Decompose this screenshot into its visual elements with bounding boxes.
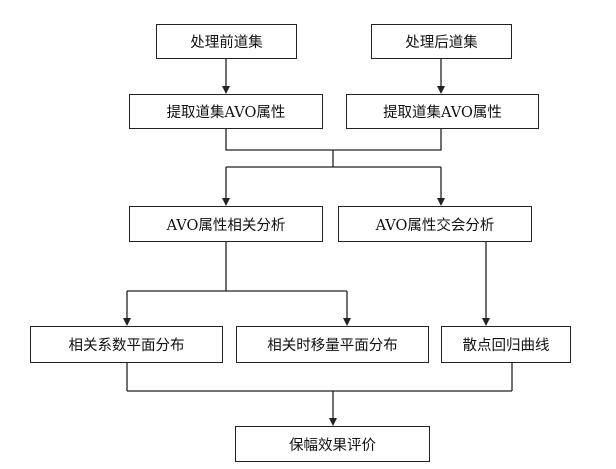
node-corr-coef-map: 相关系数平面分布 (30, 326, 223, 363)
node-correlation-analysis: AVO属性相关分析 (129, 206, 323, 242)
node-post-gather: 处理后道集 (371, 24, 512, 59)
arrowhead (437, 198, 445, 206)
edge-extract-merge (225, 128, 442, 151)
arrowhead (437, 86, 445, 94)
node-scatter-regression: 散点回归曲线 (441, 326, 571, 363)
arrowhead (329, 418, 337, 426)
node-corr-shift-map: 相关时移量平面分布 (236, 326, 429, 363)
arrowhead (123, 318, 131, 326)
node-extract-avo-right: 提取道集AVO属性 (346, 94, 539, 129)
arrowhead (222, 86, 230, 94)
node-extract-avo-left: 提取道集AVO属性 (129, 94, 323, 129)
node-crossplot-analysis: AVO属性交会分析 (338, 206, 532, 242)
node-evaluation: 保幅效果评价 (235, 426, 430, 462)
arrowhead (343, 318, 351, 326)
arrowhead (222, 198, 230, 206)
arrowhead (482, 318, 490, 326)
node-pre-gather: 处理前道集 (156, 24, 297, 59)
